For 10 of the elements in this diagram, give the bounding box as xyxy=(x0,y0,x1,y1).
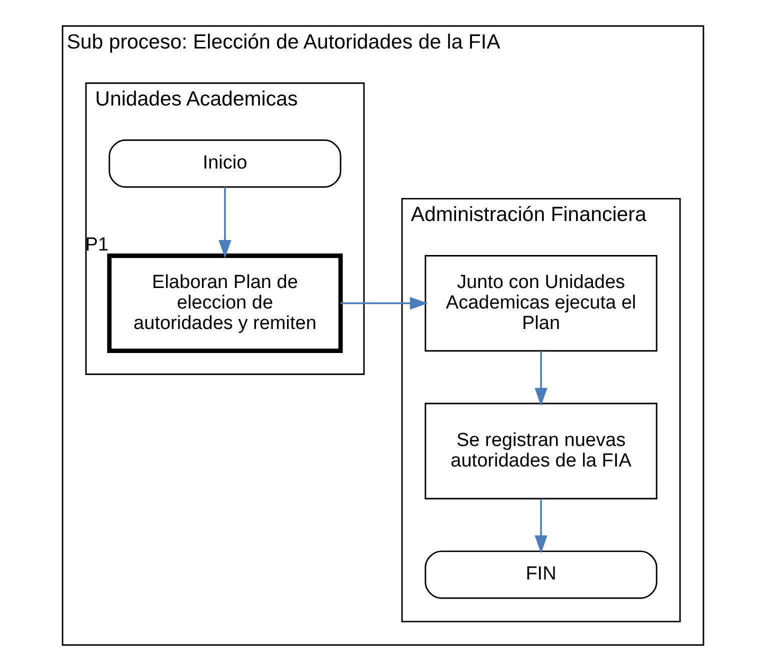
node-box: FIN xyxy=(424,550,657,599)
arrow xyxy=(534,351,547,406)
node-box: Junto con Unidades Academicas ejecuta el Plan xyxy=(424,255,657,352)
node-box: Inicio xyxy=(108,139,341,188)
node-label: P1 xyxy=(84,234,108,256)
arrow xyxy=(218,187,231,258)
arrow xyxy=(340,296,428,310)
node-box: Elaboran Plan de eleccion de autoridades y remiten xyxy=(106,254,342,354)
node-box: Se registran nuevas autoridades de la FIA xyxy=(424,402,657,500)
arrow xyxy=(534,498,547,554)
